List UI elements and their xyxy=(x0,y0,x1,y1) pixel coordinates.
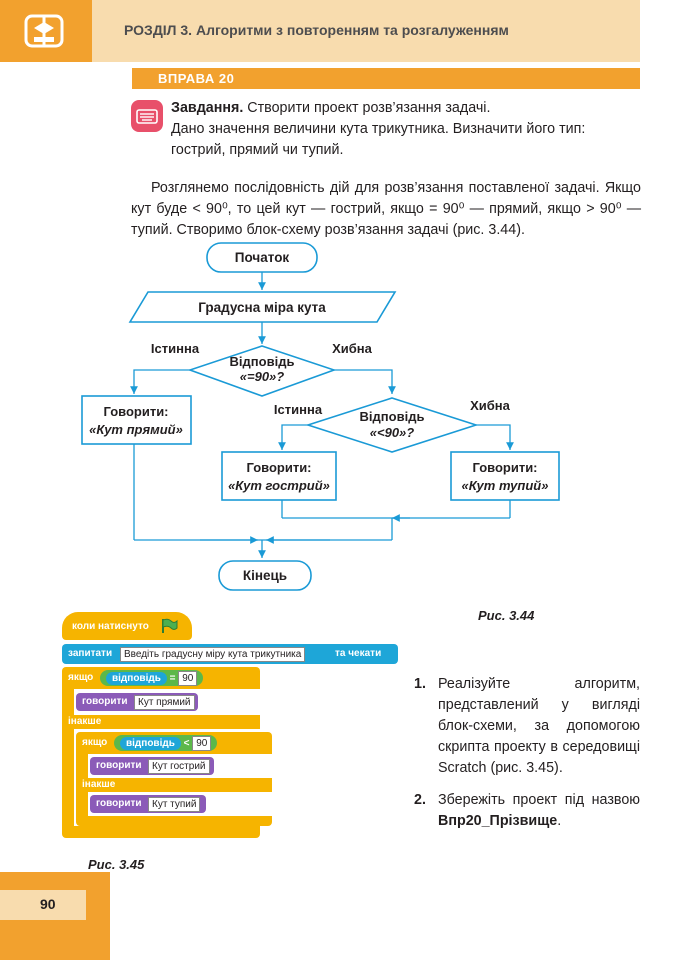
page-number: 90 xyxy=(40,896,56,912)
exercise-band xyxy=(132,68,640,89)
say-acute-block xyxy=(221,451,337,501)
lt-sign: < xyxy=(183,738,190,749)
say1-label: говорити xyxy=(82,696,128,707)
if2-end xyxy=(76,816,272,826)
decision-less-90 xyxy=(305,397,479,453)
else1-arm xyxy=(62,729,74,829)
else-block-2: інакше xyxy=(76,778,272,792)
say1-input: Кут прямий xyxy=(134,695,195,710)
ask-block: запитати Введіть градусну міру кута трик… xyxy=(62,644,398,664)
algorithm-icon xyxy=(24,14,64,48)
if-block-1: якщо відповідь = 90 xyxy=(62,667,260,689)
d2-false-label: Хибна xyxy=(470,398,511,413)
project-name: Впр20_Прізвище xyxy=(438,813,558,829)
scratch-script: коли натиснуто запитати Введіть градусну… xyxy=(62,612,402,842)
ask-label: запитати xyxy=(68,648,113,659)
say2-input: Кут гострий xyxy=(148,759,210,774)
else-block-1: інакше xyxy=(62,715,260,729)
task-line1: Створити проект розв’язання задачі. xyxy=(243,100,491,116)
less-than-operator: відповідь < 90 xyxy=(114,735,218,751)
if-block-2: якщо відповідь < 90 xyxy=(76,732,272,754)
say-obtuse-line1: Говорити: xyxy=(472,460,537,475)
ask-input: Введіть градусну міру кута трикутника xyxy=(120,647,306,662)
d2-line2: «<90»? xyxy=(370,425,415,440)
val2-input: 90 xyxy=(192,736,212,751)
exercise-title: ВПРАВА 20 xyxy=(158,71,235,86)
list-item-end: . xyxy=(557,813,562,829)
say-block-2: говорити Кут гострий xyxy=(90,757,214,775)
section-title: РОЗДІЛ 3. Алгоритми з повторенням та роз… xyxy=(124,22,509,38)
d1-line2: «=90»? xyxy=(240,369,285,384)
when-flag-block: коли натиснуто xyxy=(62,612,192,640)
when-flag-label: коли натиснуто xyxy=(72,621,149,632)
say-right-block xyxy=(81,395,192,445)
answer1-reporter: відповідь xyxy=(106,672,167,685)
if1-label: якщо xyxy=(68,672,94,683)
page-number-background xyxy=(0,890,86,920)
section-logo xyxy=(0,0,92,62)
if1-end xyxy=(62,826,260,838)
say-right-line1: Говорити: xyxy=(103,404,168,419)
say2-label: говорити xyxy=(96,760,142,771)
instruction-list: 1. Реалізуйте алгоритм, представлений у … xyxy=(414,674,640,843)
say-obtuse-block xyxy=(450,451,560,501)
equals-operator: відповідь = 90 xyxy=(100,670,204,686)
keyboard-icon xyxy=(131,100,163,132)
end-terminal xyxy=(218,560,312,591)
task-text: Завдання. Створити проект розв’язання за… xyxy=(171,98,641,161)
d1-true-label: Істинна xyxy=(151,341,200,356)
say-acute-line1: Говорити: xyxy=(246,460,311,475)
end-label: Кінець xyxy=(243,568,287,583)
say3-input: Кут тупий xyxy=(148,797,201,812)
say-block-1: говорити Кут прямий xyxy=(76,693,198,711)
figure-caption-344: Рис. 3.44 xyxy=(478,608,535,623)
if2-label: якщо xyxy=(82,737,108,748)
say-acute-line2: «Кут гострий» xyxy=(228,478,330,493)
task-label: Завдання. xyxy=(171,100,244,116)
say-obtuse-line2: «Кут тупий» xyxy=(462,478,549,493)
else2-label: інакше xyxy=(82,779,116,790)
figure-caption-345: Рис. 3.45 xyxy=(88,857,145,872)
list-item: 1. Реалізуйте алгоритм, представлений у … xyxy=(414,674,640,779)
if1-arm xyxy=(62,689,74,715)
list-item-text: Реалізуйте алгоритм, представлений у виг… xyxy=(438,676,640,776)
eq-sign: = xyxy=(169,673,176,684)
list-item-text: Збережіть проект під назвою xyxy=(438,792,640,808)
list-item-number: 1. xyxy=(414,676,426,692)
else2-arm xyxy=(76,792,88,816)
intro-paragraph: Розглянемо послідовність дій для розв’яз… xyxy=(131,178,641,241)
d1-line1: Відповідь xyxy=(230,354,295,369)
start-label: Початок xyxy=(235,250,290,265)
input-label: Градусна міра кута xyxy=(198,300,326,315)
say3-label: говорити xyxy=(96,798,142,809)
d2-true-label: Істинна xyxy=(274,402,323,417)
header-band xyxy=(0,0,640,62)
val1-input: 90 xyxy=(178,671,198,686)
decision-equal-90 xyxy=(187,345,337,397)
intro-text: Розглянемо послідовність дій для розв’яз… xyxy=(131,180,641,238)
say-block-3: говорити Кут тупий xyxy=(90,795,206,813)
say-right-line2: «Кут прямий» xyxy=(89,422,183,437)
start-terminal xyxy=(206,242,318,273)
if2-arm xyxy=(76,754,88,778)
green-flag-icon xyxy=(162,618,178,633)
list-item-number: 2. xyxy=(414,792,426,808)
d2-line1: Відповідь xyxy=(360,409,425,424)
d1-false-label: Хибна xyxy=(332,341,373,356)
answer2-reporter: відповідь xyxy=(120,737,181,750)
input-block xyxy=(128,291,397,323)
ask-wait-label: та чекати xyxy=(335,648,382,659)
list-item: 2. Збережіть проект під назвою Впр20_Прі… xyxy=(414,790,640,832)
else1-label: інакше xyxy=(68,716,102,727)
task-line2: Дано значення величини кута трикутника. … xyxy=(171,121,586,158)
